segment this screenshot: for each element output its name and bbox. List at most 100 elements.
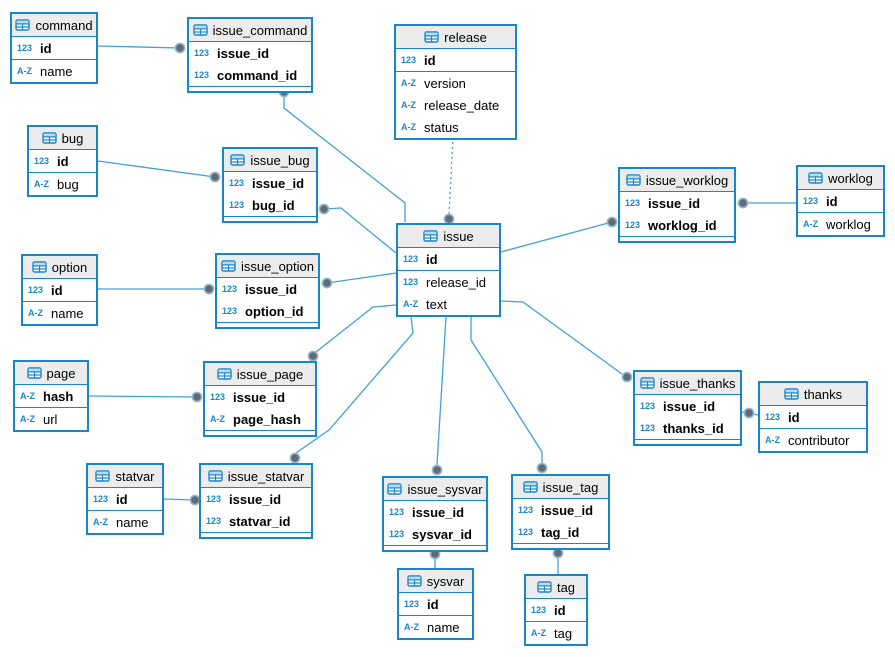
entity-header-option[interactable]: option: [23, 256, 96, 279]
relationship-bug-issue_bug[interactable]: [97, 160, 216, 178]
entity-header-issue_worklog[interactable]: issue_worklog: [620, 169, 734, 192]
relationship-issue_option-issue[interactable]: [326, 272, 397, 284]
relationship-issue-issue_tag[interactable]: [470, 317, 543, 463]
entity-header-worklog[interactable]: worklog: [798, 167, 883, 190]
entity-header-command[interactable]: command: [12, 14, 96, 37]
relationship-page-issue_page[interactable]: [88, 395, 198, 398]
entity-header-tag[interactable]: tag: [526, 576, 586, 599]
entity-header-thanks[interactable]: thanks: [760, 383, 866, 406]
relationship-issue-issue_thanks[interactable]: [500, 300, 623, 375]
entity-header-page[interactable]: page: [15, 362, 87, 385]
relationship-issue-issue_statvar[interactable]: [295, 316, 414, 454]
relationship-release-issue[interactable]: [448, 136, 454, 215]
relationship-issue-issue_page[interactable]: [315, 304, 397, 353]
table-icon: [32, 261, 47, 273]
text-type-icon: A-Z: [401, 78, 416, 88]
entity-header-issue_sysvar[interactable]: issue_sysvar: [384, 478, 486, 501]
entity-header-issue[interactable]: issue: [398, 225, 499, 248]
relationship-issue-issue_sysvar[interactable]: [436, 316, 447, 466]
entity-header-issue_tag[interactable]: issue_tag: [513, 476, 608, 499]
entity-header-release[interactable]: release: [396, 26, 515, 49]
relationship-command-issue_command[interactable]: [97, 45, 181, 49]
entity-header-statvar[interactable]: statvar: [88, 465, 162, 488]
text-type-icon: A-Z: [20, 414, 35, 424]
entity-header-issue_statvar[interactable]: issue_statvar: [201, 465, 311, 488]
relationship-issue_command-issue[interactable]: [283, 92, 406, 222]
entity-header-bug[interactable]: bug: [29, 127, 96, 150]
entity-header-issue_option[interactable]: issue_option: [217, 255, 318, 278]
entity-header-issue_thanks[interactable]: issue_thanks: [635, 372, 740, 395]
entity-header-issue_page[interactable]: issue_page: [205, 363, 315, 386]
entity-header-issue_command[interactable]: issue_command: [189, 19, 311, 42]
entity-header-sysvar[interactable]: sysvar: [399, 570, 472, 593]
relationship-issue_bug-issue[interactable]: [323, 207, 397, 254]
entity-header-issue_bug[interactable]: issue_bug: [224, 149, 316, 172]
relationship-issue-issue_worklog[interactable]: [500, 221, 613, 253]
